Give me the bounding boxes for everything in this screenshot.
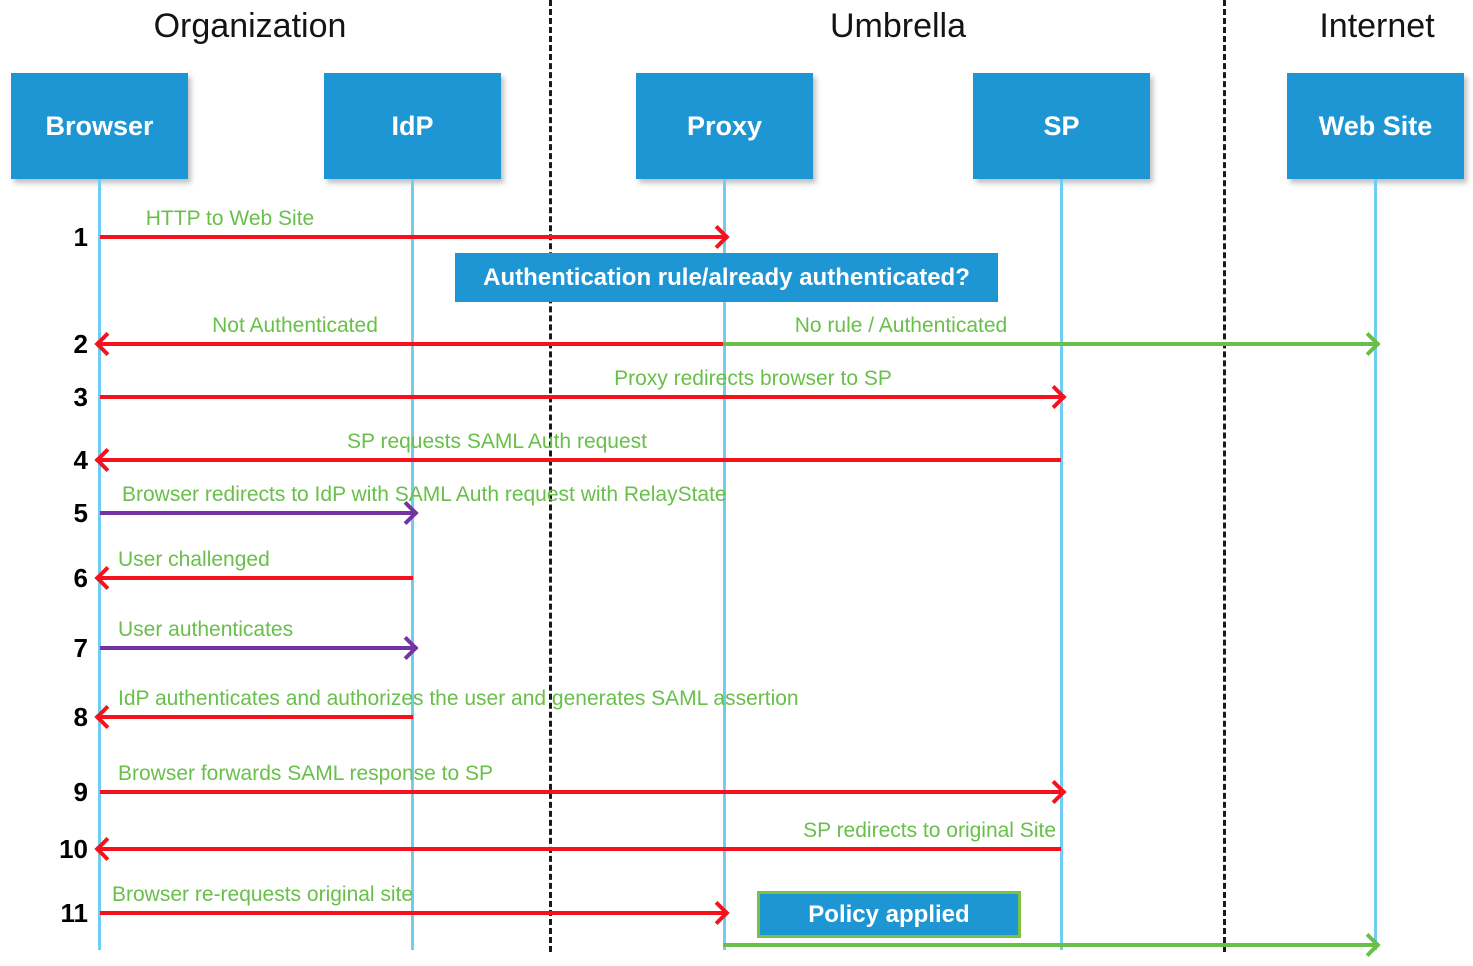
message-label-step-9: Browser forwards SAML response to SP [118, 762, 494, 785]
section-separator-left [549, 0, 552, 952]
decision-box-label: Authentication rule/already authenticate… [483, 263, 970, 291]
arrow-step-3 [100, 395, 1061, 399]
message-label-step-11: Browser re-requests original site [112, 883, 414, 906]
final-green-arrow [723, 943, 1375, 947]
actor-box-web-site: Web Site [1287, 73, 1464, 179]
step-number-4: 4 [73, 445, 88, 475]
message-label-step-6: User challenged [118, 548, 270, 571]
decision-box: Authentication rule/already authenticate… [455, 253, 998, 302]
lifeline-browser [98, 179, 101, 950]
actor-box-idp: IdP [324, 73, 501, 179]
message-label-step-5: Browser redirects to IdP with SAML Auth … [122, 483, 727, 506]
arrow-step-9 [100, 790, 1061, 794]
step-number-9: 9 [73, 777, 88, 807]
step-number-5: 5 [73, 498, 88, 528]
actor-box-proxy: Proxy [636, 73, 813, 179]
actor-label-idp: IdP [391, 110, 434, 141]
message-label-step-4: SP requests SAML Auth request [346, 430, 647, 453]
policy-box: Policy applied [757, 891, 1021, 938]
actor-label-sp: SP [1043, 110, 1080, 141]
message-label-step-7: User authenticates [118, 618, 294, 641]
message-label-step-2-no-rule: No rule / Authenticated [794, 314, 1008, 337]
message-label-step-2-not-authenticated: Not Authenticated [212, 314, 378, 337]
actor-label-web-site: Web Site [1318, 110, 1433, 141]
message-label-step-10: SP redirects to original Site [803, 819, 1056, 842]
lifeline-web-site [1374, 179, 1377, 950]
section-label-organization: Organization [153, 7, 347, 45]
arrow-step-6 [100, 576, 413, 580]
step-number-6: 6 [73, 563, 88, 593]
actor-box-browser: Browser [11, 73, 188, 179]
policy-box-label: Policy applied [808, 900, 970, 928]
actor-box-sp: SP [973, 73, 1150, 179]
actor-label-proxy: Proxy [686, 110, 763, 141]
lifeline-proxy [723, 179, 726, 950]
lifeline-sp [1060, 179, 1063, 950]
section-label-umbrella: Umbrella [829, 7, 967, 45]
arrow-step-8 [100, 715, 413, 719]
message-label-step-3: Proxy redirects browser to SP [614, 367, 892, 390]
lifeline-idp [411, 179, 414, 950]
section-separator-right [1223, 0, 1226, 952]
step-number-8: 8 [73, 702, 88, 732]
arrow-step-4 [100, 458, 1061, 462]
arrow-step-10 [100, 847, 1061, 851]
arrow-step-7 [100, 646, 413, 650]
step-number-10: 10 [59, 834, 88, 864]
step-number-2: 2 [73, 329, 88, 359]
arrow-step-2-green [723, 342, 1375, 346]
arrow-step-5 [100, 511, 413, 515]
arrow-step-1 [100, 235, 724, 239]
actor-label-browser: Browser [45, 110, 154, 141]
step-number-11: 11 [60, 898, 89, 928]
step-number-7: 7 [73, 633, 88, 663]
message-label-step-8: IdP authenticates and authorizes the use… [118, 687, 799, 710]
arrow-step-2-red [100, 342, 724, 346]
step-number-1: 1 [73, 222, 88, 252]
step-number-3: 3 [73, 382, 88, 412]
section-label-internet: Internet [1319, 7, 1435, 45]
arrow-step-11 [100, 911, 724, 915]
message-label-step-1: HTTP to Web Site [145, 207, 315, 230]
